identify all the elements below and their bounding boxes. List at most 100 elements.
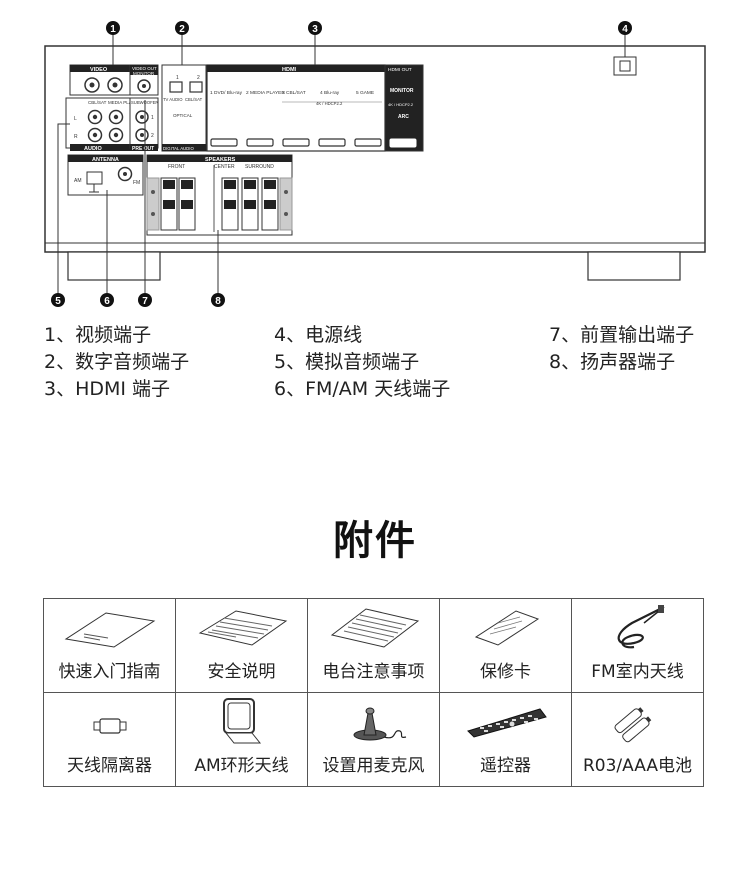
hdmi-out-monitor-label: MONITOR <box>390 88 414 94</box>
hdmi-out-arc-label: ARC <box>398 114 409 120</box>
accessories-table: 快速入门指南 安全说明 电台注意事项 <box>43 598 704 787</box>
accessory-label: 安全说明 <box>207 662 276 682</box>
accessory-label: 快速入门指南 <box>58 662 161 682</box>
svg-text:1: 1 <box>151 115 154 121</box>
accessory-cell: 保修卡 <box>439 598 572 693</box>
safety-instructions-icon <box>198 610 288 646</box>
accessory-label: 天线隔离器 <box>67 756 152 776</box>
legend-item-6: 6、FM/AM 天线端子 <box>274 378 451 400</box>
legend-item-7: 7、前置输出端子 <box>549 324 695 346</box>
accessories-title: 附件 <box>333 518 417 564</box>
marker-6-number: 6 <box>104 296 110 307</box>
cbl-sat-optical-label: CBL/SAT <box>185 97 203 102</box>
marker-2: 2 <box>175 21 189 35</box>
legend-item-5: 5、模拟音频端子 <box>274 351 420 373</box>
video-out-label: VIDEO OUT <box>132 66 157 71</box>
accessory-cell: 天线隔离器 <box>43 692 176 787</box>
video-monitor-label: MONITOR <box>133 71 155 76</box>
hdmi-out-hdcp-label: 4K / HDCP2.2 <box>388 102 414 107</box>
legend-item-1: 1、视频端子 <box>44 324 152 346</box>
legend-item-2: 2、数字音频端子 <box>44 351 190 373</box>
antenna-label: ANTENNA <box>92 157 119 163</box>
accessory-cell: 设置用麦克风 <box>307 692 440 787</box>
optical-number-2: 2 <box>197 75 200 81</box>
hdmi-input-2-label: 2 MEDIA PLAYER <box>246 90 285 96</box>
digital-audio-block: 1 2 TV AUDIO CBL/SAT OPTICAL DIGITAL AUD… <box>161 64 207 152</box>
marker-4: 4 <box>618 21 632 35</box>
accessory-cell: 电台注意事项 <box>307 598 440 693</box>
warranty-card-icon <box>474 610 540 646</box>
power-cord-inlet <box>613 56 637 76</box>
accessories-row: 天线隔离器 AM环形天线 设置用麦克风 <box>43 692 704 787</box>
front-label: FRONT <box>168 164 185 170</box>
svg-text:L: L <box>74 116 77 122</box>
video-terminal-block: VIDEO VIDEO OUT MONITOR <box>69 64 159 96</box>
accessory-label: 电台注意事项 <box>322 662 425 682</box>
center-label: CENTER <box>214 164 235 170</box>
accessory-label: R03/AAA电池 <box>582 756 692 776</box>
speakers-block: SPEAKERS FRONT CENTER SURROUND <box>146 154 293 236</box>
marker-4-number: 4 <box>622 24 628 35</box>
marker-7-number: 7 <box>142 296 148 307</box>
audio-cbl-sat-label: CBL/SAT <box>88 100 107 105</box>
accessory-cell: 安全说明 <box>175 598 308 693</box>
fm-antenna-icon <box>617 605 665 649</box>
legend-column-2: 4、电源线 5、模拟音频端子 6、FM/AM 天线端子 <box>274 322 450 403</box>
accessory-label: AM环形天线 <box>194 756 289 776</box>
legend-item-8: 8、扬声器端子 <box>549 351 676 373</box>
antenna-isolator-icon <box>93 718 127 734</box>
surround-label: SURROUND <box>245 164 274 170</box>
tv-audio-label: TV AUDIO <box>163 97 183 102</box>
marker-5: 5 <box>51 293 65 307</box>
am-loop-antenna-icon <box>223 698 262 744</box>
pre-out-label: PRE OUT <box>132 146 154 152</box>
legend-column-1: 1、视频端子 2、数字音频端子 3、HDMI 端子 <box>44 322 189 403</box>
pre-out-block: SUBWOOFER 1 2 PRE OUT <box>129 97 159 152</box>
legend-item-3: 3、HDMI 端子 <box>44 378 171 400</box>
hdmi-label: HDMI <box>282 67 297 73</box>
quick-start-guide-icon <box>64 612 156 648</box>
hdmi-block: HDMI 1 DVD/ Blu-ray 2 MEDIA PLAYER 3 CBL… <box>206 64 424 152</box>
accessory-cell: FM室内天线 <box>571 598 704 693</box>
antenna-block: ANTENNA AM FM <box>67 154 144 196</box>
digital-audio-label: DIGITAL AUDIO <box>163 146 194 151</box>
accessory-label: 遥控器 <box>480 756 531 776</box>
setup-microphone-icon <box>353 707 407 741</box>
marker-1: 1 <box>106 21 120 35</box>
marker-3-number: 3 <box>312 24 318 35</box>
fm-label: FM <box>133 180 140 186</box>
legend-column-3: 7、前置输出端子 8、扬声器端子 <box>549 322 694 376</box>
marker-5-number: 5 <box>55 296 61 307</box>
remote-control-icon <box>467 708 547 738</box>
speakers-label: SPEAKERS <box>205 157 236 163</box>
hdmi-input-1-label: 1 DVD/ Blu-ray <box>210 90 243 96</box>
legend-item-4: 4、电源线 <box>274 324 363 346</box>
am-label: AM <box>74 178 82 184</box>
marker-3: 3 <box>308 21 322 35</box>
marker-1-number: 1 <box>110 24 116 35</box>
hdmi-input-5-label: 5 GAME <box>356 90 374 96</box>
marker-7: 7 <box>138 293 152 307</box>
hdmi-input-3-label: 3 CBL/SAT <box>282 90 306 96</box>
audio-media-player-label: MEDIA PLAYER <box>108 100 141 105</box>
accessory-cell: 遥控器 <box>439 692 572 787</box>
accessories-row: 快速入门指南 安全说明 电台注意事项 <box>43 598 704 693</box>
hdmi-input-4-label: 4 Blu-ray <box>320 90 340 96</box>
hdmi-out-label: HDMI OUT <box>388 67 412 73</box>
svg-text:R: R <box>74 134 78 140</box>
accessory-cell: 快速入门指南 <box>43 598 176 693</box>
audio-terminal-block: CBL/SAT MEDIA PLAYER L R AUDIO <box>65 97 141 152</box>
audio-label: AUDIO <box>84 146 102 152</box>
accessory-cell: AM环形天线 <box>175 692 308 787</box>
accessory-label: 设置用麦克风 <box>322 756 425 776</box>
batteries-icon <box>614 707 652 743</box>
video-label: VIDEO <box>90 67 108 73</box>
svg-text:2: 2 <box>151 133 154 139</box>
optical-label: OPTICAL <box>173 113 193 118</box>
accessory-label: FM室内天线 <box>591 662 684 682</box>
marker-6: 6 <box>100 293 114 307</box>
rear-panel-diagram: VIDEO VIDEO OUT MONITOR CBL/SAT MEDIA PL… <box>44 21 706 307</box>
marker-8-number: 8 <box>215 296 221 307</box>
hdcp-label: 4K / HDCP2.2 <box>316 101 343 106</box>
marker-8: 8 <box>211 293 225 307</box>
